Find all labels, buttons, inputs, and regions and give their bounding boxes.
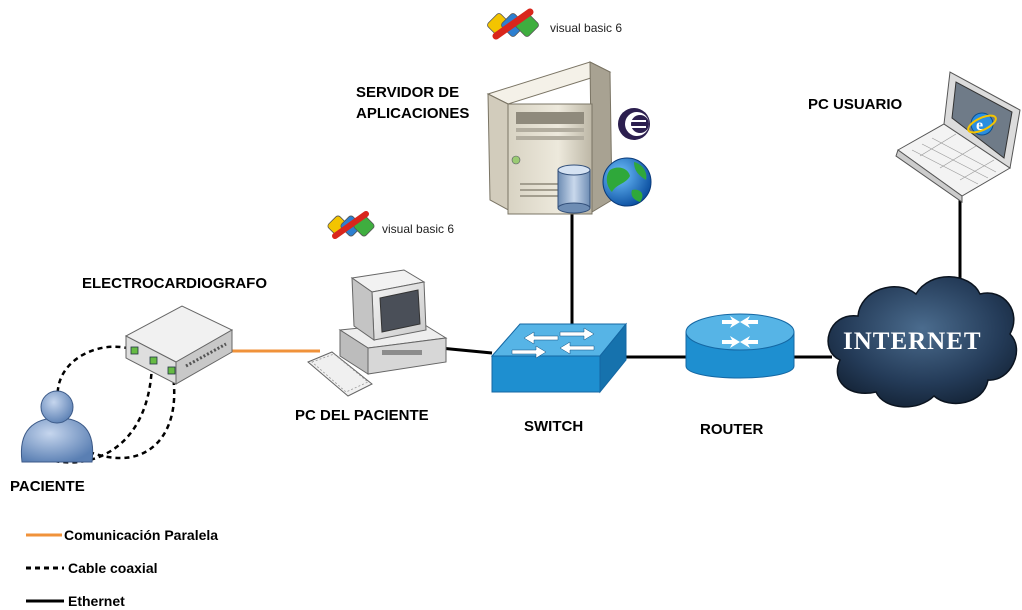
switch-label: SWITCH (524, 418, 583, 435)
globe-icon (602, 157, 652, 207)
patient-pc: PC DEL PACIENTE (295, 269, 448, 424)
legend-ethernet-label: Ethernet (68, 593, 125, 609)
paciente-label: PACIENTE (10, 478, 85, 495)
pc-usuario-label: PC USUARIO (808, 96, 903, 113)
laptop-icon (895, 71, 1021, 203)
server-label-line1: SERVIDOR DE (356, 84, 459, 101)
eclipse-icon (618, 108, 650, 140)
vb-badge-top: visual basic 6 (487, 8, 622, 40)
vb-badge-top-label: visual basic 6 (550, 21, 622, 35)
switch-icon (490, 322, 628, 394)
vb-badge-pc: visual basic 6 (327, 211, 454, 239)
pc-paciente-label: PC DEL PACIENTE (295, 407, 429, 424)
legend: Comunicación Paralela Cable coaxial Ethe… (26, 527, 218, 609)
legend-item-coaxial: Cable coaxial (26, 560, 158, 576)
legend-parallel-label: Comunicación Paralela (64, 527, 218, 543)
user-pc: e PC USUARIO (808, 71, 1021, 203)
legend-item-parallel: Comunicación Paralela (26, 527, 218, 543)
internet-label: INTERNET (843, 328, 982, 355)
ecg-label: ELECTROCARDIOGRAFO (82, 275, 267, 292)
legend-coaxial-label: Cable coaxial (68, 560, 158, 576)
server-label-line2: APLICACIONES (356, 105, 469, 122)
internet-cloud: INTERNET (827, 276, 1018, 408)
server-tower-icon (486, 61, 613, 215)
router-icon (685, 313, 795, 379)
cloud-icon (827, 276, 1018, 408)
ethernet-pc-switch-line (439, 346, 493, 355)
application-server: SERVIDOR DE APLICACIONES (356, 61, 652, 215)
network-switch: SWITCH (490, 322, 628, 435)
visual-basic-logo-icon (487, 8, 539, 40)
vb-badge-pc-label: visual basic 6 (382, 222, 454, 236)
desktop-computer-icon (307, 269, 448, 397)
patient: PACIENTE (10, 390, 94, 495)
person-icon (20, 390, 94, 463)
svg-text:e: e (976, 117, 983, 134)
ecg-device-icon (124, 305, 234, 385)
internet-explorer-icon: e (967, 112, 997, 136)
legend-item-ethernet: Ethernet (26, 593, 125, 609)
visual-basic-logo-icon (327, 211, 375, 239)
electrocardiograph: ELECTROCARDIOGRAFO (82, 275, 267, 385)
router-label: ROUTER (700, 421, 764, 438)
network-router: ROUTER (685, 313, 795, 438)
database-icon (557, 164, 591, 214)
